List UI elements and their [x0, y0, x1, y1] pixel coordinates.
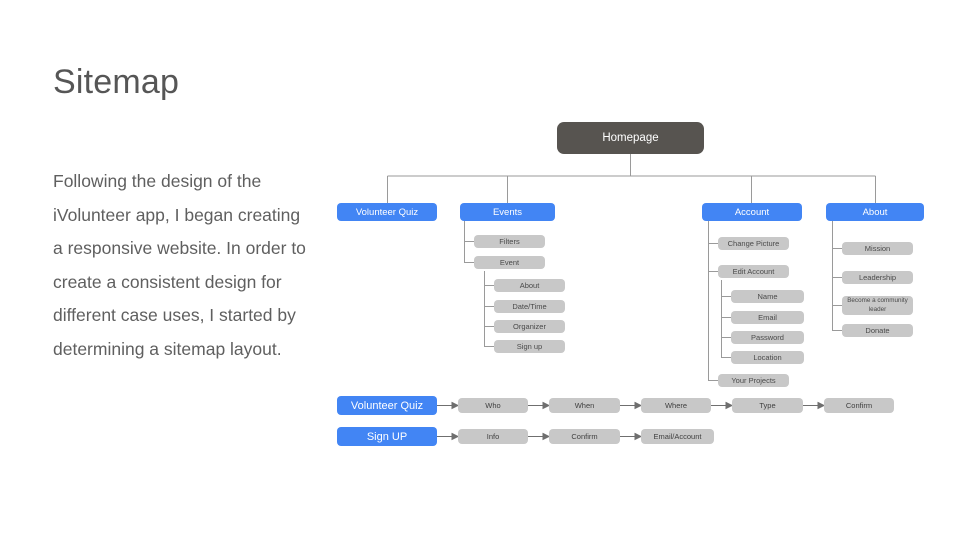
node-event[interactable]: Event — [474, 256, 545, 269]
flow-step-type[interactable]: Type — [732, 398, 803, 413]
node-homepage[interactable]: Homepage — [557, 122, 704, 154]
flow-start-volunteer-quiz[interactable]: Volunteer Quiz — [337, 396, 437, 415]
node-account-email[interactable]: Email — [731, 311, 804, 324]
flow-start-sign-up[interactable]: Sign UP — [337, 427, 437, 446]
node-filters[interactable]: Filters — [474, 235, 545, 248]
page-title: Sitemap — [53, 63, 180, 101]
body-paragraph: Following the design of the iVolunteer a… — [53, 171, 306, 359]
node-account[interactable]: Account — [702, 203, 802, 221]
node-leadership[interactable]: Leadership — [842, 271, 913, 284]
flow-step-confirm-signup[interactable]: Confirm — [549, 429, 620, 444]
flow-step-email-account[interactable]: Email/Account — [641, 429, 714, 444]
node-events[interactable]: Events — [460, 203, 555, 221]
node-about[interactable]: About — [826, 203, 924, 221]
flow-step-when[interactable]: When — [549, 398, 620, 413]
node-event-organizer[interactable]: Organizer — [494, 320, 565, 333]
node-event-sign-up[interactable]: Sign up — [494, 340, 565, 353]
flow-step-info[interactable]: Info — [458, 429, 528, 444]
node-event-date-time[interactable]: Date/Time — [494, 300, 565, 313]
flow-step-who[interactable]: Who — [458, 398, 528, 413]
node-mission[interactable]: Mission — [842, 242, 913, 255]
flow-step-where[interactable]: Where — [641, 398, 711, 413]
node-event-about[interactable]: About — [494, 279, 565, 292]
node-donate[interactable]: Donate — [842, 324, 913, 337]
node-your-projects[interactable]: Your Projects — [718, 374, 789, 387]
node-change-picture[interactable]: Change Picture — [718, 237, 789, 250]
node-become-community-leader[interactable]: Become a community leader — [842, 296, 913, 315]
node-account-name[interactable]: Name — [731, 290, 804, 303]
flow-step-confirm[interactable]: Confirm — [824, 398, 894, 413]
node-edit-account[interactable]: Edit Account — [718, 265, 789, 278]
node-account-password[interactable]: Password — [731, 331, 804, 344]
node-volunteer-quiz[interactable]: Volunteer Quiz — [337, 203, 437, 221]
node-account-location[interactable]: Location — [731, 351, 804, 364]
